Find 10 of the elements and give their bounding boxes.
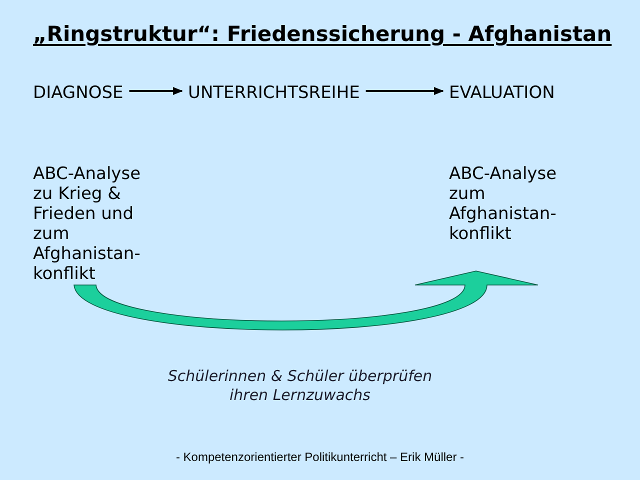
step-label: DIAGNOSE xyxy=(33,83,124,103)
footer-caption: - Kompetenzorientierter Politikunterricht – Erik Müller - xyxy=(176,450,464,465)
note-text: Schülerinnen & Schüler überprüfen ihren Lernzuwachs xyxy=(166,367,434,405)
step-label: ABC-Analyse zu Krieg & Frieden und zum Afghanistan-konflikt xyxy=(33,164,158,284)
title: „Ringstruktur“: Friedenssicherung - Afghanistan xyxy=(33,21,612,48)
arrow xyxy=(366,87,444,95)
step-label: UNTERRICHTSREIHE xyxy=(188,83,360,103)
arrow xyxy=(129,87,183,95)
step-label: ABC-Analyse zum Afghanistan-konflikt xyxy=(449,164,574,244)
step-label: EVALUATION xyxy=(449,83,555,103)
